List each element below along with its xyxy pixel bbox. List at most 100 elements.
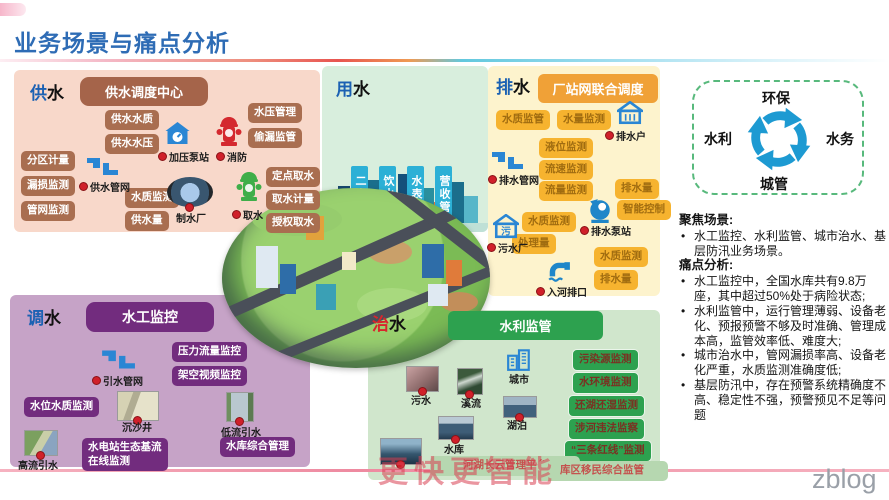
red-dot-icon bbox=[36, 451, 45, 460]
pill-velocity-monitoring: 流速监测 bbox=[539, 160, 593, 180]
cycle-label-city-management: 城管 bbox=[760, 176, 788, 192]
tag-char: 水 bbox=[389, 315, 406, 334]
pill-eco-baseflow-monitoring: 水电站生态基流在线监测 bbox=[82, 438, 168, 472]
node-sewage-plant: 污水厂 bbox=[487, 240, 528, 255]
red-dot-icon bbox=[133, 416, 142, 425]
pill-volume-monitoring: 水量监测 bbox=[557, 110, 611, 130]
pill-quality-supervision: 水质监管 bbox=[496, 110, 550, 130]
node-low-flow-diversion: 低流引水 bbox=[221, 424, 261, 439]
sand-settling-well-photo bbox=[117, 391, 159, 425]
tag-water-diversion: 调水 bbox=[27, 304, 61, 329]
node-label: 高流引水 bbox=[18, 461, 58, 472]
node-booster-pump-station: 加压泵站 bbox=[158, 149, 209, 164]
node-drain-network: 排水管网 bbox=[488, 172, 539, 187]
pill-fixed-point-intake: 定点取水 bbox=[266, 167, 320, 187]
tag-char: 水 bbox=[353, 80, 370, 99]
city-buildings-icon bbox=[506, 347, 532, 371]
node-label: 排水户 bbox=[616, 132, 646, 143]
node-sewage: 污水 bbox=[411, 392, 431, 407]
domain-cycle-box: 环保 水利 水务 城管 bbox=[692, 80, 864, 195]
zblog-logo: zblog bbox=[812, 464, 877, 494]
pain-item: 水利监管中，运行管理薄弱、设备老化、预报预警不够及时准确、管理成本高，监管效率低… bbox=[679, 304, 887, 349]
pain-item: 基层防汛中，存在预警系统精确度不高、稳定性不强，预警预见不足等问题 bbox=[679, 378, 887, 423]
tag-char: 水 bbox=[513, 78, 530, 97]
pill-illegal-river-inspection: 涉河违法监察 bbox=[568, 418, 645, 440]
pill-line: 在线监测 bbox=[88, 454, 130, 467]
node-label: 城市 bbox=[509, 375, 529, 386]
building bbox=[280, 264, 296, 294]
red-dot-icon bbox=[417, 387, 427, 396]
red-dot-icon bbox=[235, 417, 244, 426]
node-reservoir: 水库 bbox=[444, 441, 464, 456]
pill-treatment-volume: 处理量 bbox=[512, 234, 556, 254]
node-label: 入河排口 bbox=[547, 288, 587, 299]
node-supply-network: 供水管网 bbox=[79, 179, 130, 194]
red-dot-icon bbox=[216, 152, 225, 161]
pill-district-metering: 分区计量 bbox=[21, 151, 75, 171]
red-dot-icon bbox=[605, 131, 614, 140]
node-label: 沉沙井 bbox=[122, 423, 152, 434]
pain-item: 水工监控中，全国水库共有9.8万座，其中超过50%处于病险状态; bbox=[679, 274, 887, 304]
divider-line bbox=[0, 59, 889, 62]
tag-char: 用 bbox=[336, 80, 353, 99]
focus-item: 水工监控、水利监管、城市治水、基层防汛业务场景。 bbox=[679, 229, 887, 259]
building bbox=[316, 284, 336, 310]
high-flow-diversion-photo bbox=[24, 430, 58, 460]
analysis-text-block: 聚焦场景: 水工监控、水利监管、城市治水、基层防汛业务场景。 痛点分析: 水工监… bbox=[679, 213, 887, 423]
pill-line: 水电站生态基流 bbox=[88, 441, 162, 453]
building bbox=[428, 284, 448, 306]
cycle-label-environment: 环保 bbox=[762, 90, 790, 106]
red-dot-icon bbox=[536, 287, 545, 296]
sewage-photo bbox=[406, 366, 439, 396]
pill-network-monitoring: 管网监测 bbox=[21, 201, 75, 221]
tag-char: 供 bbox=[30, 84, 47, 103]
red-dot-icon bbox=[92, 376, 101, 385]
pump-station-icon bbox=[164, 121, 191, 147]
node-label: 污水 bbox=[411, 396, 431, 407]
node-lake: 湖泊 bbox=[507, 417, 527, 432]
pill-drain-volume: 排水量 bbox=[615, 179, 659, 199]
sewage-plant-icon: 污 bbox=[490, 213, 522, 239]
cycle-arrows-icon bbox=[743, 105, 815, 173]
soil-patch bbox=[440, 292, 478, 312]
reservoir-photo bbox=[438, 416, 474, 444]
header-water-supervision: 水利监管 bbox=[448, 311, 603, 340]
node-label: 污水厂 bbox=[498, 244, 528, 255]
red-dot-icon bbox=[451, 435, 460, 444]
node-water-treatment-plant: 制水厂 bbox=[176, 210, 206, 225]
pill-lake-wetland-monitoring: 还湖还湿监测 bbox=[568, 395, 645, 417]
fire-hydrant-icon bbox=[216, 115, 242, 149]
header-hydraulic-monitoring: 水工监控 bbox=[86, 302, 214, 332]
pill-quality-monitoring-2: 水质监测 bbox=[594, 247, 648, 267]
header-supply-dispatch-center: 供水调度中心 bbox=[80, 77, 208, 106]
building bbox=[256, 246, 278, 288]
pill-pollution-source-monitoring: 污染源监测 bbox=[572, 349, 639, 371]
pill-overhead-video-monitoring: 架空视频监控 bbox=[172, 366, 247, 386]
node-diversion-network: 引水管网 bbox=[92, 373, 143, 388]
node-label: 水库 bbox=[444, 445, 464, 456]
node-water-intake: 取水 bbox=[232, 207, 263, 222]
water-plant-photo bbox=[167, 177, 213, 212]
pill-leak-monitoring: 漏损监测 bbox=[21, 176, 75, 196]
intake-hydrant-icon bbox=[236, 170, 262, 204]
drain-pump-icon bbox=[588, 197, 612, 223]
node-label: 取水 bbox=[243, 211, 263, 222]
pain-title: 痛点分析: bbox=[679, 258, 734, 273]
river-outfall-icon bbox=[546, 260, 572, 284]
decorative-chip bbox=[0, 3, 26, 16]
node-high-flow-diversion: 高流引水 bbox=[18, 457, 58, 472]
lake-photo bbox=[503, 396, 537, 422]
node-label: 消防 bbox=[227, 153, 247, 164]
red-dot-icon bbox=[488, 175, 497, 184]
page-title: 业务场景与痛点分析 bbox=[14, 30, 230, 56]
pill-intake-metering: 取水计量 bbox=[266, 190, 320, 210]
watermark-text: 更快更智能 bbox=[378, 456, 558, 489]
tag-char: 水 bbox=[44, 309, 61, 328]
tag-water-supply: 供水 bbox=[30, 79, 64, 104]
node-label: 排水管网 bbox=[499, 176, 539, 187]
pill-supply-volume: 供水量 bbox=[125, 211, 169, 231]
diversion-pipes-icon bbox=[100, 347, 136, 371]
node-drain-pump-station: 排水泵站 bbox=[580, 223, 631, 238]
pill-reservoir-comprehensive-mgmt: 水库综合管理 bbox=[220, 437, 295, 457]
